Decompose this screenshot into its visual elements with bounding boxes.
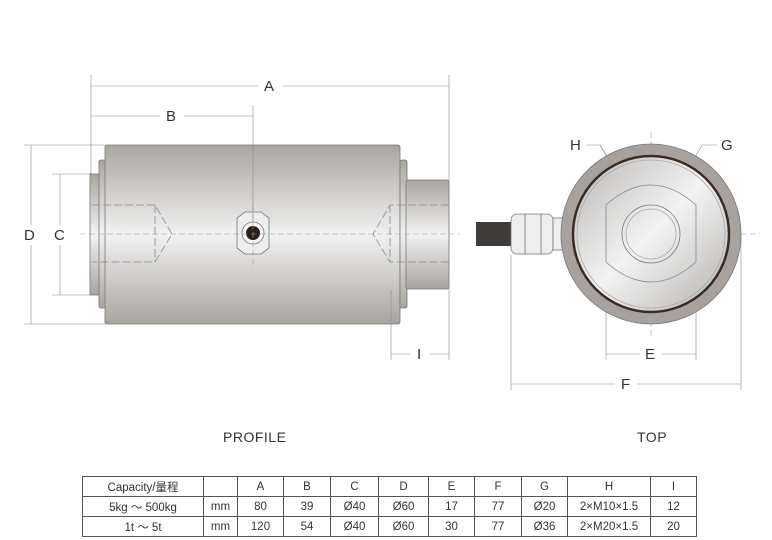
dim-label-e: E	[645, 346, 655, 363]
cell: 2×M10×1.5	[567, 496, 651, 517]
dim-label-b: B	[166, 108, 176, 125]
header-cell	[203, 476, 238, 497]
header-cell: B	[283, 476, 331, 497]
cell: 77	[474, 496, 522, 517]
header-cell: G	[521, 476, 568, 497]
header-cell: F	[474, 476, 522, 497]
cell: 12	[650, 496, 697, 517]
cell: 54	[283, 516, 331, 537]
dim-label-a: A	[264, 78, 274, 95]
table-header-row: Capacity/量程 A B C D E F G H I	[82, 476, 697, 497]
header-cell: H	[567, 476, 651, 497]
cell: 5kg ～ 500kg	[82, 496, 204, 517]
header-cell: Capacity/量程	[82, 476, 204, 497]
top-caption: TOP	[637, 429, 668, 445]
technical-drawing: A B D C I E F H G	[24, 75, 760, 393]
top-view	[476, 143, 742, 325]
cell: Ø20	[521, 496, 568, 517]
dim-label-d: D	[24, 227, 35, 244]
cell: 17	[428, 496, 475, 517]
cell: 2×M20×1.5	[567, 516, 651, 537]
cell: Ø60	[378, 516, 429, 537]
header-cell: E	[428, 476, 475, 497]
header-cell: D	[378, 476, 429, 497]
dim-label-h: H	[570, 137, 581, 154]
table-row: 5kg ～ 500kg mm 80 39 Ø40 Ø60 17 77 Ø20 2…	[82, 496, 697, 517]
header-cell: I	[650, 476, 697, 497]
cell: 120	[237, 516, 284, 537]
dim-label-i: I	[417, 346, 421, 363]
spec-table: Capacity/量程 A B C D E F G H I 5kg ～ 500k…	[82, 476, 697, 537]
cell: Ø36	[521, 516, 568, 537]
dim-label-f: F	[621, 376, 630, 393]
cell: 39	[283, 496, 331, 517]
cell: mm	[203, 496, 238, 517]
dim-label-g: G	[721, 137, 733, 154]
cell: 1t ～ 5t	[82, 516, 204, 537]
dim-label-c: C	[54, 227, 65, 244]
header-cell: C	[330, 476, 379, 497]
cell: 20	[650, 516, 697, 537]
table-row: 1t ～ 5t mm 120 54 Ø40 Ø60 30 77 Ø36 2×M2…	[82, 516, 697, 537]
cell: 30	[428, 516, 475, 537]
cell: 80	[237, 496, 284, 517]
profile-view	[89, 144, 450, 325]
profile-caption: PROFILE	[223, 429, 287, 445]
cell: mm	[203, 516, 238, 537]
header-cell: A	[237, 476, 284, 497]
cell: Ø60	[378, 496, 429, 517]
cell: Ø40	[330, 516, 379, 537]
cable	[476, 222, 514, 246]
cell: Ø40	[330, 496, 379, 517]
cell: 77	[474, 516, 522, 537]
